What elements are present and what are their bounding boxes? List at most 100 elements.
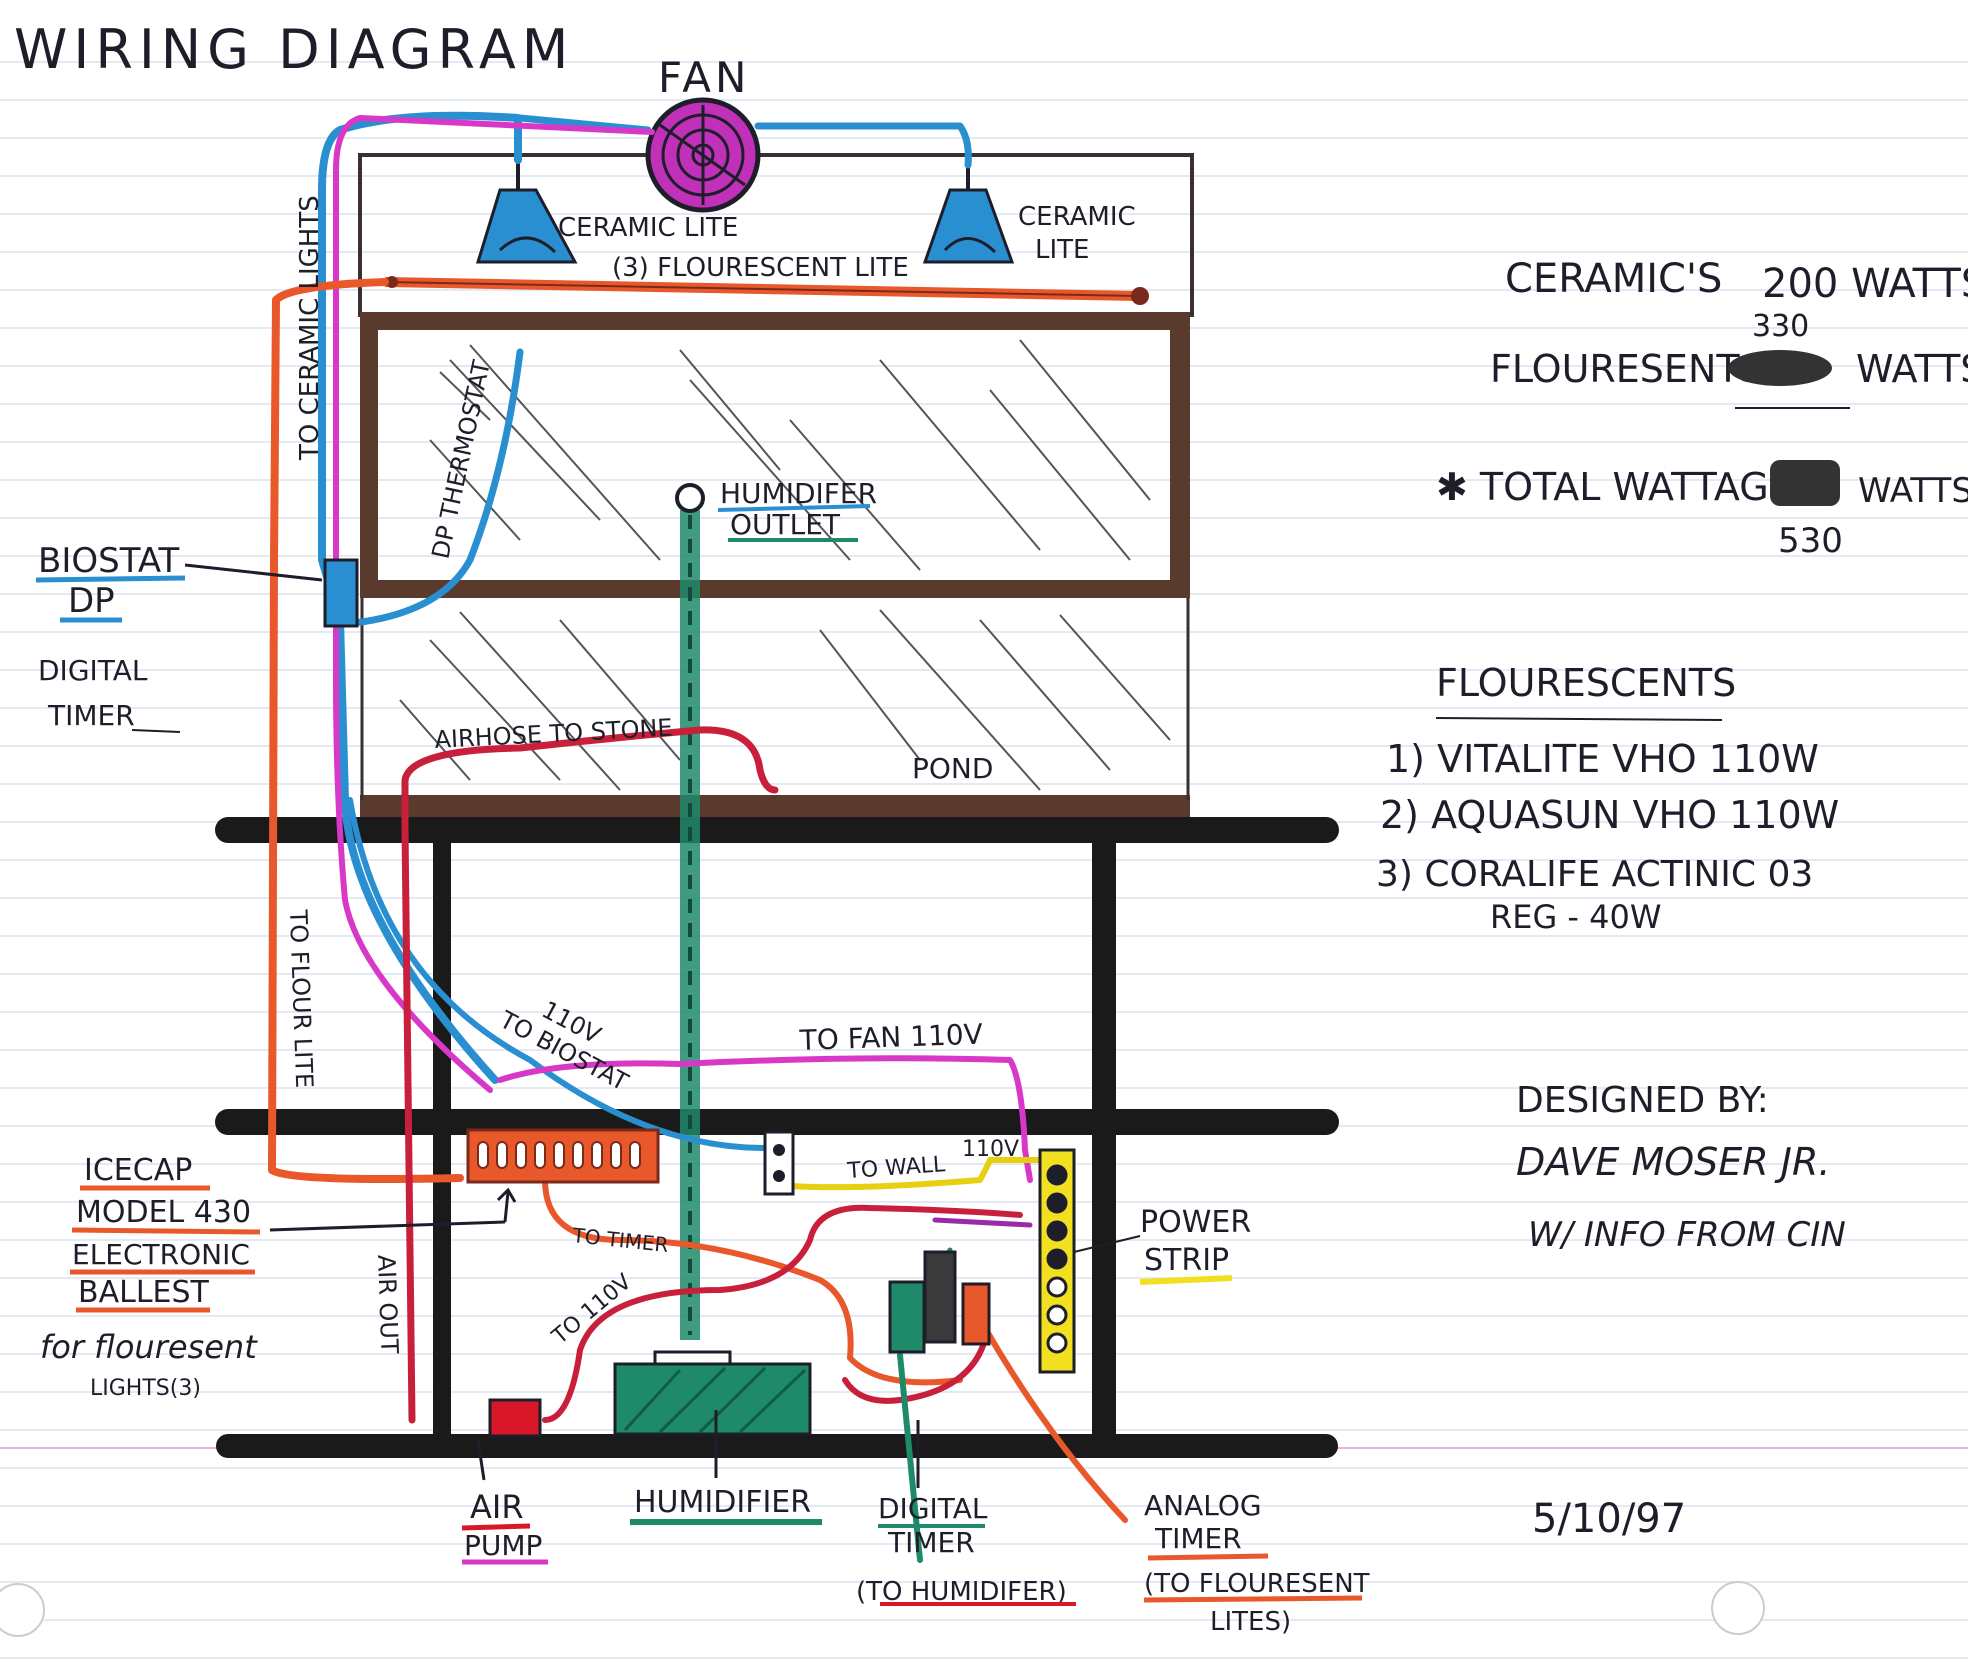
humidifier-pipe	[675, 483, 705, 1340]
blue-wire-fan-right	[754, 122, 972, 169]
power-strip-outlet	[1046, 1248, 1068, 1270]
humidifier-body	[613, 1362, 812, 1436]
icecap-ballast	[466, 1128, 660, 1184]
humidifier-label: HUMIDIFIER	[634, 1485, 811, 1520]
humidifier-outlet-label-2: OUTLET	[730, 508, 841, 541]
fluorescent-bar-label: (3) FLOURESCENT LITE	[612, 253, 909, 283]
ceramic-lite-right	[922, 155, 1015, 264]
air-pump	[488, 1398, 542, 1438]
power-strip-outlet	[1046, 1220, 1068, 1242]
humidifier-outlet-label-1: HUMIDIFER	[720, 477, 877, 510]
fluorescent-item-3: 3) CORALIFE ACTINIC 03	[1376, 854, 1813, 895]
fluorescent-item-1: 1) VITALITE VHO 110W	[1386, 737, 1819, 781]
icecap-label-1: ICECAP	[84, 1153, 192, 1188]
airhose-label: AIRHOSE TO STONE	[434, 714, 673, 754]
ballast-socket	[629, 1141, 641, 1169]
blue-wire-ceramic	[318, 111, 522, 1084]
ceramic-lite-left-label: CERAMIC LITE	[558, 213, 738, 243]
fluorescents-list-title: FLOURESCENTS	[1436, 661, 1736, 705]
power-strip-outlet	[1046, 1164, 1068, 1186]
digital-timer-bottom-label-2: TIMER	[887, 1526, 975, 1559]
power-strip	[1038, 1148, 1076, 1374]
ballast-socket	[534, 1141, 546, 1169]
ballast-socket	[610, 1141, 622, 1169]
analog-timer-box	[961, 1282, 991, 1346]
power-strip-label-2: STRIP	[1144, 1243, 1229, 1278]
ballast-socket	[477, 1141, 489, 1169]
power-strip-outlet	[1046, 1332, 1068, 1354]
humidifier-unit	[613, 1350, 812, 1436]
to-wall-label: TO WALL	[846, 1152, 947, 1184]
icecap-label-3: ELECTRONIC	[72, 1238, 250, 1271]
analog-timer-label-1: ANALOG	[1144, 1489, 1262, 1522]
icecap-label-2: MODEL 430	[76, 1195, 251, 1230]
power-strip-outlet	[1046, 1192, 1068, 1214]
ceramic-lite-right-label-1: CERAMIC	[1018, 202, 1136, 232]
red-wire-110v	[542, 1204, 1023, 1423]
fluorescent-light-bar	[384, 276, 1149, 305]
info-source: W/ INFO FROM CIN	[1528, 1215, 1846, 1255]
to-ceramic-lights-label: TO CERAMIC LIGHTS	[295, 195, 325, 461]
ceramics-label: CERAMIC'S	[1505, 256, 1722, 302]
fluorescent-item-2: 2) AQUASUN VHO 110W	[1380, 793, 1839, 837]
analog-timer-label-3: (TO FLOURESENT	[1144, 1569, 1370, 1599]
blue-wire-biostat	[347, 797, 773, 1152]
yellow-wire-wall	[787, 1157, 1045, 1191]
red-airhose	[401, 726, 779, 1424]
orange-wire-analog	[982, 1325, 1128, 1523]
date: 5/10/97	[1532, 1496, 1686, 1542]
ballast-socket	[553, 1141, 565, 1169]
total-wattage-watts: WATTS	[1858, 471, 1968, 511]
tank-bottom-rail	[360, 795, 1190, 817]
wall-outlet	[763, 1130, 795, 1196]
fluorescents-label: FLOURESENTS	[1490, 347, 1764, 391]
digital-timer-label-1: DIGITAL	[38, 654, 148, 687]
air-pump-label-1: AIR	[470, 1488, 524, 1526]
pond-label: POND	[912, 752, 993, 785]
tank-right-post	[1170, 312, 1190, 598]
analog-timer-label-2: TIMER	[1154, 1522, 1242, 1555]
icecap-underlines	[70, 1185, 261, 1313]
label-pointers	[476, 1410, 920, 1488]
to-timer-label: TO TIMER	[570, 1223, 669, 1257]
orange-wire-timer	[542, 1177, 963, 1386]
hole-punch-left	[0, 1583, 45, 1637]
ballast-socket	[572, 1141, 584, 1169]
timer-plug	[923, 1250, 957, 1344]
power-strip-outlet	[1046, 1304, 1068, 1326]
designed-by-label: DESIGNED BY:	[1516, 1080, 1769, 1121]
ballast-socket	[591, 1141, 603, 1169]
ballast-socket	[496, 1141, 508, 1169]
air-pump-label-2: PUMP	[464, 1529, 542, 1562]
ceramic-lite-left	[475, 155, 578, 264]
humidifier-outlet-cap	[675, 483, 705, 513]
digital-timer-label-2: TIMER	[47, 699, 135, 732]
magenta-wire-fan-to-strip	[497, 1055, 1033, 1183]
icecap-label-4: BALLEST	[78, 1275, 210, 1310]
to-flour-lite-label: TO FLOUR LITE	[284, 908, 318, 1088]
paper-ruling	[0, 61, 1968, 1659]
fluorescent-watts-correction: 330	[1752, 309, 1809, 344]
blue-wire-thermostat	[341, 348, 524, 628]
tank-top-rail	[360, 312, 1190, 330]
biostat-unit	[323, 558, 359, 628]
for-fluorescent-label-2: LIGHTS(3)	[90, 1376, 201, 1401]
dp-thermostat-label: DP THERMOSTAT	[426, 358, 495, 562]
to-fan-label: TO FAN 110V	[798, 1018, 983, 1057]
digital-timer-box	[888, 1280, 926, 1354]
wires	[268, 111, 1128, 1563]
ballast-socket	[515, 1141, 527, 1169]
biostat-label-2: DP	[68, 581, 115, 621]
fan-label: FAN	[658, 53, 750, 102]
glass-hatching	[399, 339, 1171, 791]
diagram-title: WIRING DIAGRAM	[14, 18, 574, 81]
biostat-label-1: BIOSTAT	[38, 541, 179, 581]
fluorescent-item-3-type: REG - 40W	[1490, 898, 1662, 936]
aquarium-tank	[360, 312, 1190, 817]
air-out-label: AIR OUT	[372, 1254, 403, 1354]
ballast-sockets	[477, 1141, 641, 1169]
orange-wire-fluor	[268, 278, 464, 1183]
for-fluorescent-label-1: for flouresent	[40, 1328, 258, 1366]
magenta-wire-fan	[333, 115, 655, 1093]
